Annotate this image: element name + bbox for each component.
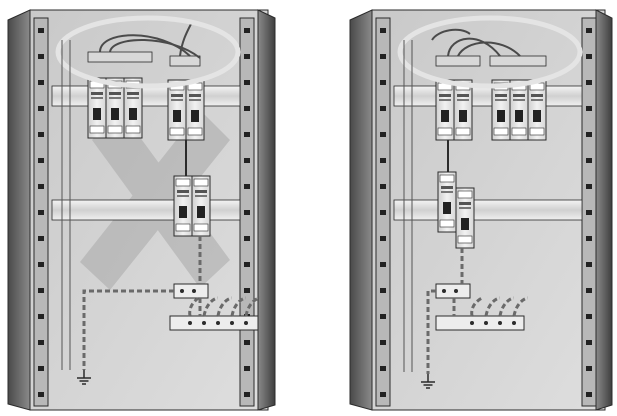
- terminal-block-long: [435, 315, 525, 331]
- terminal-block-small: [173, 283, 209, 299]
- din-rail-upper: [393, 85, 583, 107]
- highlight-ellipse-icon: [55, 15, 241, 89]
- cabinet-right: [349, 9, 613, 411]
- din-rail-lower: [393, 199, 583, 221]
- cabinet-side-left: [349, 9, 373, 411]
- highlight-ellipse-icon: [397, 15, 583, 89]
- din-rail-upper: [51, 85, 241, 107]
- terminal-block-small: [435, 283, 471, 299]
- cabinet-side-right: [595, 9, 613, 411]
- terminal-block-long: [169, 315, 259, 331]
- lower-breaker: [173, 175, 211, 237]
- cabinet-side-right: [257, 9, 276, 411]
- earth-wiring-dashed: [82, 236, 261, 370]
- din-rail-lower: [51, 199, 241, 221]
- cabinet-side-left: [7, 9, 31, 411]
- cabinet-left: [7, 9, 276, 411]
- earth-wiring-dashed: [426, 248, 529, 374]
